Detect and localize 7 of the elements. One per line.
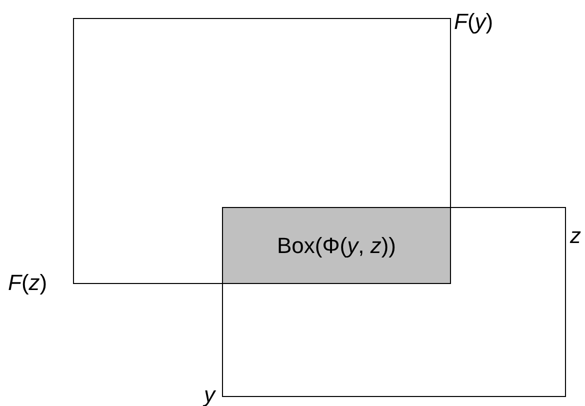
rectangle-outline (222, 207, 566, 397)
box-label: Box(Φ(y, z)) (276, 232, 396, 258)
shaded-box (222, 207, 451, 284)
corner-label: F(z) (8, 270, 48, 296)
corner-label: z (570, 223, 581, 249)
rectangle-outline (73, 18, 451, 284)
corner-label: F(y) (454, 9, 494, 35)
